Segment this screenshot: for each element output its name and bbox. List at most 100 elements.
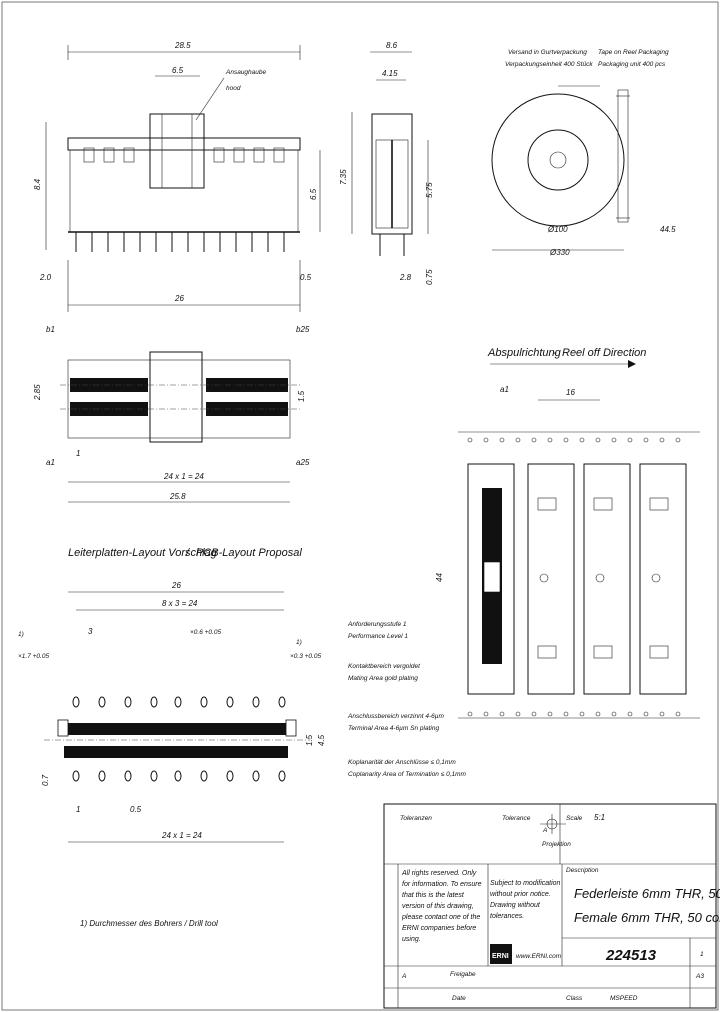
pcb-dim-45: 4.5 <box>317 734 326 746</box>
reel-hub-d: Ø100 <box>547 225 568 234</box>
tape-width: 44 <box>435 573 444 582</box>
reel-line1-en: Tape on Reel Packaging <box>598 49 669 56</box>
tb-class: Class <box>566 995 583 1002</box>
pcb-layout: Leiterplatten-Layout Vorschlag / PCB-Lay… <box>18 547 326 843</box>
dim-side-inner: 4.15 <box>382 69 398 78</box>
reel-direction-en: Reel off Direction <box>562 347 646 359</box>
tb-size: A3 <box>695 973 704 980</box>
side-view: 8.6 4.15 7.35 5.75 0.75 2.8 <box>339 41 434 285</box>
dim-pin-offset: 2.0 <box>39 273 52 282</box>
dim-side-height: 7.35 <box>339 169 348 185</box>
tb-proj-a: A <box>542 827 547 834</box>
dim-side-pin: 0.75 <box>425 269 434 285</box>
reel-direction-sep: - <box>553 347 557 359</box>
tb-rights: All rights reserved. Only for informatio… <box>402 870 482 943</box>
pcb-title-en: PCB-Layout Proposal <box>196 547 302 559</box>
tb-tolerance-hdr: Tolerance <box>502 815 531 822</box>
note-3-en: Terminal Area 4-6µm Sn plating <box>348 725 439 732</box>
pcb-pad-row-upper <box>64 723 288 735</box>
label-b1: b1 <box>46 325 55 334</box>
pcb-dim-05: 0.5 <box>130 805 142 814</box>
pcb-dim-07: 0.7 <box>41 774 50 786</box>
reel-hub <box>527 129 589 191</box>
label-b25: b25 <box>296 325 310 334</box>
dim-hood-offset: 6.5 <box>172 66 184 75</box>
pcb-note1: 1) <box>18 631 24 638</box>
tb-subject: Subject to modification without prior no… <box>490 880 560 920</box>
dim-bottom-span1: 24 x 1 = 24 <box>163 472 204 481</box>
reel-tape-w: 44.5 <box>660 225 676 234</box>
tape-view: Abspulrichtung - Reel off Direction a1 1… <box>435 347 700 719</box>
note-2-en: Mating Area gold plating <box>348 675 418 682</box>
note-4-de: Koplanarität der Anschlüsse ≤ 0,1mm <box>348 759 456 766</box>
pcb-title-sep: / <box>185 547 190 559</box>
projection-symbol <box>540 814 566 834</box>
note-4-en: Coplanarity Area of Termination ≤ 0,1mm <box>348 771 467 778</box>
pcb-overall: 26 <box>171 581 181 590</box>
reel-direction-de: Abspulrichtung <box>487 347 562 359</box>
dim-bottom-span2: 25.8 <box>169 492 186 501</box>
pcb-span-bottom: 24 x 1 = 24 <box>161 831 202 840</box>
dim-bottom-pitch: 1 <box>76 449 80 458</box>
reel-outer <box>491 93 625 227</box>
tb-scale-value: 5:1 <box>594 813 605 822</box>
reel-line2-en: Packaging unit 400 pcs <box>598 61 666 68</box>
tb-web: www.ERNI.com <box>516 953 562 960</box>
note-1-en: Performance Level 1 <box>348 633 408 640</box>
tb-sheet: 1 <box>700 951 704 958</box>
tb-approved: Freigabe <box>450 971 476 978</box>
tape-a1: a1 <box>500 385 509 394</box>
reel-outer-d: Ø330 <box>549 248 570 257</box>
tb-scale-label: Scale <box>566 815 583 822</box>
dim-overall: 28.5 <box>174 41 191 50</box>
footnote: 1) Durchmesser des Bohrers / Drill tool <box>80 919 218 928</box>
dim-bottom-h2: 1.5 <box>297 390 306 402</box>
tape-pitch: 16 <box>566 388 575 397</box>
dim-side-upper: 5.75 <box>425 182 434 198</box>
pcb-span: 8 x 3 = 24 <box>162 599 198 608</box>
erni-logo <box>490 944 512 964</box>
dim-side-width: 8.6 <box>386 41 398 50</box>
pcb-hole-small: ×0.6 +0.05 <box>190 629 221 636</box>
pcb-hole-right: ×0.3 +0.05 <box>290 653 321 660</box>
dim-height-right: 6.5 <box>309 188 318 200</box>
tb-status: MSPEED <box>610 995 638 1002</box>
front-view: 28.5 6.5 Ansaughaube hood <box>33 41 321 312</box>
tb-projection: Projektion <box>542 841 571 848</box>
label-a25: a25 <box>296 458 310 467</box>
pcb-pitch3: 3 <box>88 627 93 636</box>
dim-side-offset: 2.8 <box>399 273 412 282</box>
erni-logo-text: ERNI <box>492 953 509 960</box>
tb-desc-de: Federleiste 6mm THR, 50 polig <box>574 886 720 901</box>
tb-date: Date <box>452 995 466 1002</box>
dim-height-left: 8.4 <box>33 178 42 190</box>
anno-hood-de: Ansaughaube <box>225 69 267 76</box>
hood-shape <box>149 113 205 189</box>
tb-tolerance-label: Toleranzen <box>400 815 432 822</box>
note-1-de: Anforderungsstufe 1 <box>347 621 407 628</box>
dim-bottom-h1: 2.85 <box>33 384 42 401</box>
pcb-dim-15: 1.5 <box>305 734 314 746</box>
pcb-hole-big: ×1.7 +0.05 <box>18 653 49 660</box>
reel-line1-de: Versand in Gurtverpackung <box>508 49 587 56</box>
note-2-de: Kontaktbereich vergoldet <box>348 663 421 670</box>
reel-packaging: Versand in Gurtverpackung Tape on Reel P… <box>491 49 676 257</box>
bottom-view: b1 b25 2.85 1.5 a1 a25 1 24 x 1 = 24 25.… <box>33 325 310 503</box>
spec-notes: Anforderungsstufe 1 Performance Level 1 … <box>347 621 467 778</box>
tb-description-label: Description <box>566 867 599 874</box>
pcb-pad-row-lower <box>64 746 288 758</box>
note-3-de: Anschlussbereich verzinnt 4-6µm <box>347 713 444 720</box>
anno-hood-en: hood <box>226 85 241 92</box>
reel-line2-de: Verpackungseinheit 400 Stück <box>505 61 593 68</box>
dim-pin-pitch: 0.5 <box>300 273 312 282</box>
tb-desc-en: Female 6mm THR, 50 contacts <box>574 910 720 925</box>
tb-part-number: 224513 <box>605 947 657 964</box>
tb-row-a: A <box>401 973 406 980</box>
pcb-title-de: Leiterplatten-Layout Vorschlag <box>68 547 218 559</box>
pcb-note2: 1) <box>296 639 302 646</box>
pcb-dim-1: 1 <box>76 805 80 814</box>
label-a1: a1 <box>46 458 55 467</box>
dim-length: 26 <box>174 294 184 303</box>
